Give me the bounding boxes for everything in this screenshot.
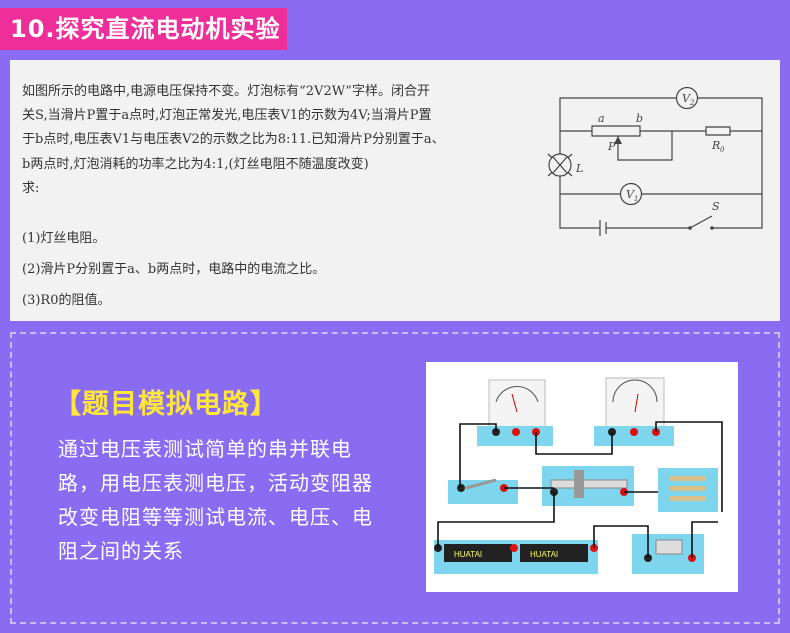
label-s: S <box>712 200 720 213</box>
question-list: (1)灯丝电阻。 (2)滑片P分别置于a、b两点时，电路中的电流之比。 (3)R… <box>22 223 542 316</box>
lamp-base <box>632 534 704 574</box>
resistor-board <box>658 468 718 512</box>
label-r0-sub: 0 <box>720 146 725 154</box>
battery-holder: HUATAI HUATAI <box>434 540 598 574</box>
voltmeter-right <box>594 377 674 446</box>
label-b: b <box>636 112 643 125</box>
problem-statement: 如图所示的电路中,电源电压保持不变。灯泡标有“2V2W”字样。闭合开 关S,当滑… <box>22 80 542 201</box>
problem-line: 于b点时,电压表V1与电压表V2的示数之比为8:11.已知滑片P分别置于a、 <box>22 132 445 148</box>
voltmeter-left <box>477 379 553 446</box>
problem-line: 求: <box>22 180 40 196</box>
circuit-schematic: V 2 V 1 a b P R 0 L S <box>547 86 763 236</box>
battery-brand: HUATAI <box>530 550 558 559</box>
switch-base <box>448 478 518 504</box>
circuit-photo: HUATAI HUATAI <box>426 362 738 592</box>
simulation-title: 【题目模拟电路】 <box>54 389 278 420</box>
label-a: a <box>598 112 605 125</box>
problem-line: 如图所示的电路中,电源电压保持不变。灯泡标有“2V2W”字样。闭合开 <box>22 84 430 99</box>
voltmeter-v2-icon <box>675 86 699 110</box>
label-v1: V <box>626 188 635 201</box>
question-item: (2)滑片P分别置于a、b两点时，电路中的电流之比。 <box>22 262 326 277</box>
question-item: (3)R0的阻值。 <box>22 293 111 308</box>
problem-card: 如图所示的电路中,电源电压保持不变。灯泡标有“2V2W”字样。闭合开 关S,当滑… <box>10 60 780 321</box>
label-r0: R <box>711 139 720 152</box>
label-v1-sub: 1 <box>634 195 638 203</box>
question-item: (1)灯丝电阻。 <box>22 231 106 246</box>
page-title: 10.探究直流电动机实验 <box>0 8 287 50</box>
label-p: P <box>607 140 616 153</box>
rheostat <box>542 466 634 506</box>
simulation-description: 通过电压表测试简单的串并联电路，用电压表测电压，活动变阻器改变电阻等等测试电流、… <box>58 437 373 563</box>
problem-line: b两点时,灯泡消耗的功率之比为4:1,(灯丝电阻不随温度改变) <box>22 156 369 172</box>
label-v2: V <box>682 92 691 105</box>
wires <box>437 421 723 558</box>
label-l: L <box>575 162 583 175</box>
voltmeter-v1-icon <box>619 182 643 206</box>
problem-line: 关S,当滑片P置于a点时,灯泡正常发光,电压表V1的示数为4V;当滑片P置 <box>22 108 432 124</box>
battery-brand: HUATAI <box>454 550 482 559</box>
simulation-panel: 【题目模拟电路】 通过电压表测试简单的串并联电路，用电压表测电压，活动变阻器改变… <box>10 332 780 624</box>
label-v2-sub: 2 <box>689 99 695 107</box>
